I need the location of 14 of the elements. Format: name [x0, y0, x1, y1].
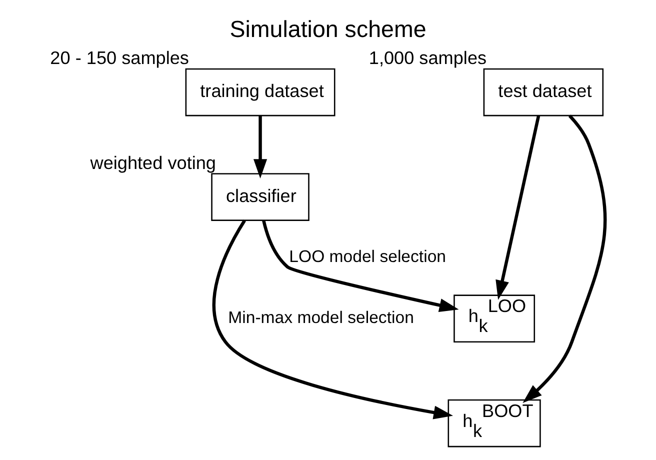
node-box: training dataset — [185, 68, 336, 116]
edge-label: LOO model selection — [289, 247, 446, 266]
diagram-title: Simulation scheme — [230, 16, 426, 42]
arrow — [212, 220, 454, 420]
node-label: weighted voting — [90, 152, 216, 173]
arrow — [253, 116, 268, 178]
node-box: classifier — [211, 173, 310, 221]
node-label: 1,000 samples — [368, 48, 487, 68]
node-box: test dataset — [483, 68, 604, 116]
arrow — [262, 220, 459, 312]
edge-label: Min-max model selection — [228, 308, 414, 327]
arrow — [496, 116, 540, 300]
node-label: 20 - 150 samples — [50, 48, 189, 68]
arrow — [522, 114, 607, 403]
